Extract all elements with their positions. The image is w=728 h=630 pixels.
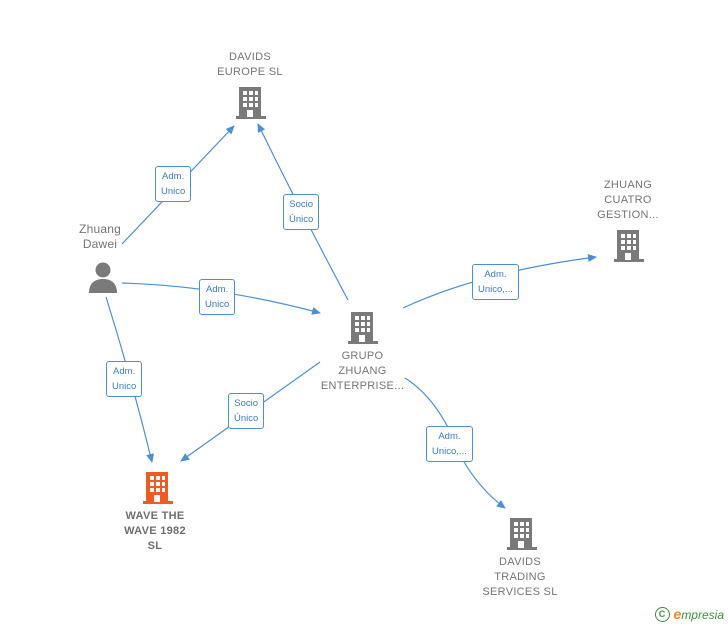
edge-label-grupo-to-cuatro[interactable]: Adm. Unico,...: [472, 264, 519, 300]
edge-label-grupo-to-wave[interactable]: Socio Único: [228, 393, 265, 429]
edge-label-dawei-to-europe[interactable]: Adm. Unico: [155, 166, 192, 202]
brand-watermark: C empresia: [654, 606, 724, 622]
building-icon: [614, 230, 644, 262]
node-label: WAVE THE WAVE 1982 SL: [124, 510, 186, 552]
node-label: GRUPO ZHUANG ENTERPRISE...: [320, 350, 405, 392]
node-label: ZHUANG CUATRO GESTION...: [597, 179, 659, 221]
edge-label-grupo-to-europe[interactable]: Socio Único: [283, 194, 320, 230]
node-label: Zhuang Dawei: [79, 222, 121, 251]
edge-label-dawei-to-grupo[interactable]: Adm. Unico: [199, 279, 236, 315]
brand-name: empresia: [673, 606, 724, 622]
node-label: DAVIDS TRADING SERVICES SL: [482, 556, 558, 598]
edge-label-grupo-to-trading[interactable]: Adm. Unico,...: [426, 426, 473, 462]
edge-label-dawei-to-wave[interactable]: Adm. Unico: [106, 361, 143, 397]
building-icon: [348, 312, 378, 344]
node-label: DAVIDS EUROPE SL: [217, 51, 283, 78]
building-icon: [143, 472, 173, 504]
building-icon: [507, 518, 537, 550]
copyright-icon: C: [654, 606, 670, 622]
person-icon: [89, 262, 117, 293]
building-icon: [236, 87, 266, 119]
